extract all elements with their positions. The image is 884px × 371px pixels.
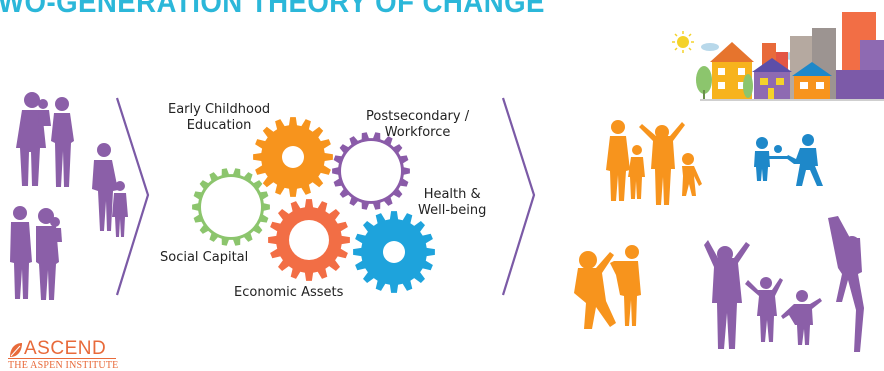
leaf-logo-icon: [10, 343, 22, 357]
page-title: WO-GENERATION THEORY OF CHANGE: [0, 0, 545, 19]
gear-health: [353, 211, 435, 293]
blue-parent-child-silhouette: [754, 134, 823, 186]
gear-early-childhood: [253, 117, 333, 197]
sun-icon: [672, 31, 694, 53]
gear-economic-assets: [268, 199, 350, 281]
gear-label-line: Early Childhood: [168, 102, 271, 117]
gear-label-line: Economic Assets: [234, 285, 344, 300]
logo-subtitle: THE ASPEN INSTITUTE: [8, 360, 119, 371]
gear-label-line: Health &: [423, 187, 481, 202]
gear-hole: [383, 241, 405, 263]
gear-hole: [341, 141, 401, 201]
mother-kneeling-child-silhouette: [574, 245, 641, 329]
mother-silhouette: [51, 97, 74, 187]
label-health: Health &Well-being: [418, 187, 486, 219]
gear-label-line: Postsecondary /: [366, 109, 470, 124]
orange-family-silhouette: [606, 120, 702, 205]
gear-label-line: Social Capital: [160, 250, 249, 265]
right-chevron: [501, 97, 536, 296]
label-economic-assets: Economic Assets: [234, 285, 343, 301]
label-social-capital: Social Capital: [160, 250, 248, 266]
gear-label-line: Well-being: [418, 203, 487, 218]
label-postsecondary: Postsecondary /Workforce: [366, 109, 469, 141]
logo-divider: [8, 358, 116, 359]
left-chevron: [115, 97, 150, 296]
gear-hole: [289, 220, 329, 260]
gear-hole: [282, 146, 304, 168]
family-group-silhouette: [10, 206, 62, 300]
gear-label-line: Workforce: [384, 125, 451, 140]
gear-postsecondary: [332, 132, 410, 210]
father-with-baby-silhouette: [16, 92, 51, 186]
girl-silhouette: [92, 143, 128, 237]
gear-hole: [201, 177, 261, 237]
purple-jumping-family-silhouette: [704, 216, 864, 352]
gear-social-capital: [192, 168, 270, 246]
logo-name: ASCEND: [24, 338, 107, 359]
gear-label-line: Education: [186, 118, 252, 133]
